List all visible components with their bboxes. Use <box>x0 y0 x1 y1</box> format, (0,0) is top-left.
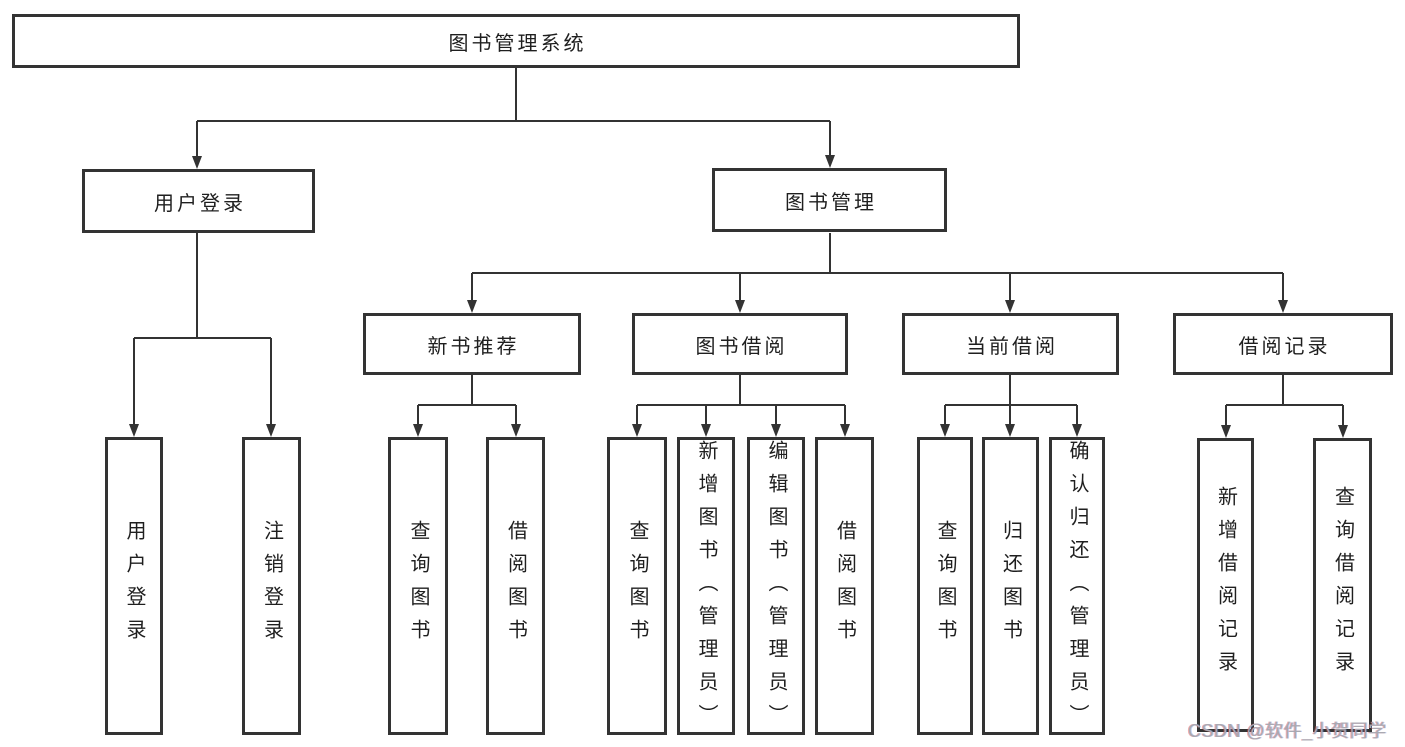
leaf-label: 查询图书 <box>407 520 429 652</box>
node-library-management-system: 图书管理系统 <box>12 14 1020 68</box>
leaf-add-books-admin: 新增图书（管理员） <box>677 437 735 737</box>
leaf-label: 查询图书 <box>626 520 648 652</box>
node-label: 新书推荐 <box>427 335 520 358</box>
leaf-label: 借阅图书 <box>504 520 527 652</box>
leaf-query-books-1: 查询图书 <box>388 437 448 735</box>
leaf-label: 归还图书 <box>999 520 1022 652</box>
leaf-user-login: 用户登录 <box>105 437 163 735</box>
leaf-label: 确认归还（管理员） <box>1066 440 1088 737</box>
leaf-query-books-3: 查询图书 <box>917 437 973 735</box>
leaf-label: 查询借阅记录 <box>1331 486 1354 684</box>
leaf-confirm-return-admin: 确认归还（管理员） <box>1049 437 1105 737</box>
node-book-management: 图书管理 <box>712 168 947 232</box>
leaf-borrow-books-1: 借阅图书 <box>486 437 545 735</box>
node-label: 图书管理 <box>785 191 877 214</box>
leaf-add-borrow-record: 新增借阅记录 <box>1197 438 1254 732</box>
node-label: 借阅记录 <box>1238 335 1331 358</box>
leaf-label: 查询图书 <box>934 520 956 652</box>
node-borrowing-records: 借阅记录 <box>1173 313 1393 375</box>
node-current-borrowing: 当前借阅 <box>902 313 1119 375</box>
node-label: 用户登录 <box>154 192 246 215</box>
leaf-label: 新增借阅记录 <box>1214 486 1237 684</box>
node-book-borrowing: 图书借阅 <box>632 313 848 375</box>
node-new-book-recommendation: 新书推荐 <box>363 313 581 375</box>
node-user-login: 用户登录 <box>82 169 315 233</box>
leaf-label: 编辑图书（管理员） <box>765 440 787 737</box>
csdn-watermark: CSDN @软件_小贺同学 <box>1188 721 1387 741</box>
node-label: 图书管理系统 <box>448 32 587 55</box>
leaf-edit-books-admin: 编辑图书（管理员） <box>747 437 805 737</box>
node-label: 图书借阅 <box>695 335 788 358</box>
leaf-logout: 注销登录 <box>242 437 301 735</box>
leaf-label: 用户登录 <box>123 520 145 652</box>
leaf-label: 新增图书（管理员） <box>695 440 717 737</box>
node-label: 当前借阅 <box>966 335 1058 358</box>
leaf-return-books: 归还图书 <box>982 437 1039 735</box>
leaf-query-borrow-record: 查询借阅记录 <box>1313 438 1372 732</box>
leaf-label: 借阅图书 <box>833 520 856 652</box>
leaf-borrow-books-2: 借阅图书 <box>815 437 874 735</box>
connector-shafts <box>133 68 1344 426</box>
leaf-query-books-2: 查询图书 <box>607 437 667 735</box>
leaf-label: 注销登录 <box>260 520 283 652</box>
